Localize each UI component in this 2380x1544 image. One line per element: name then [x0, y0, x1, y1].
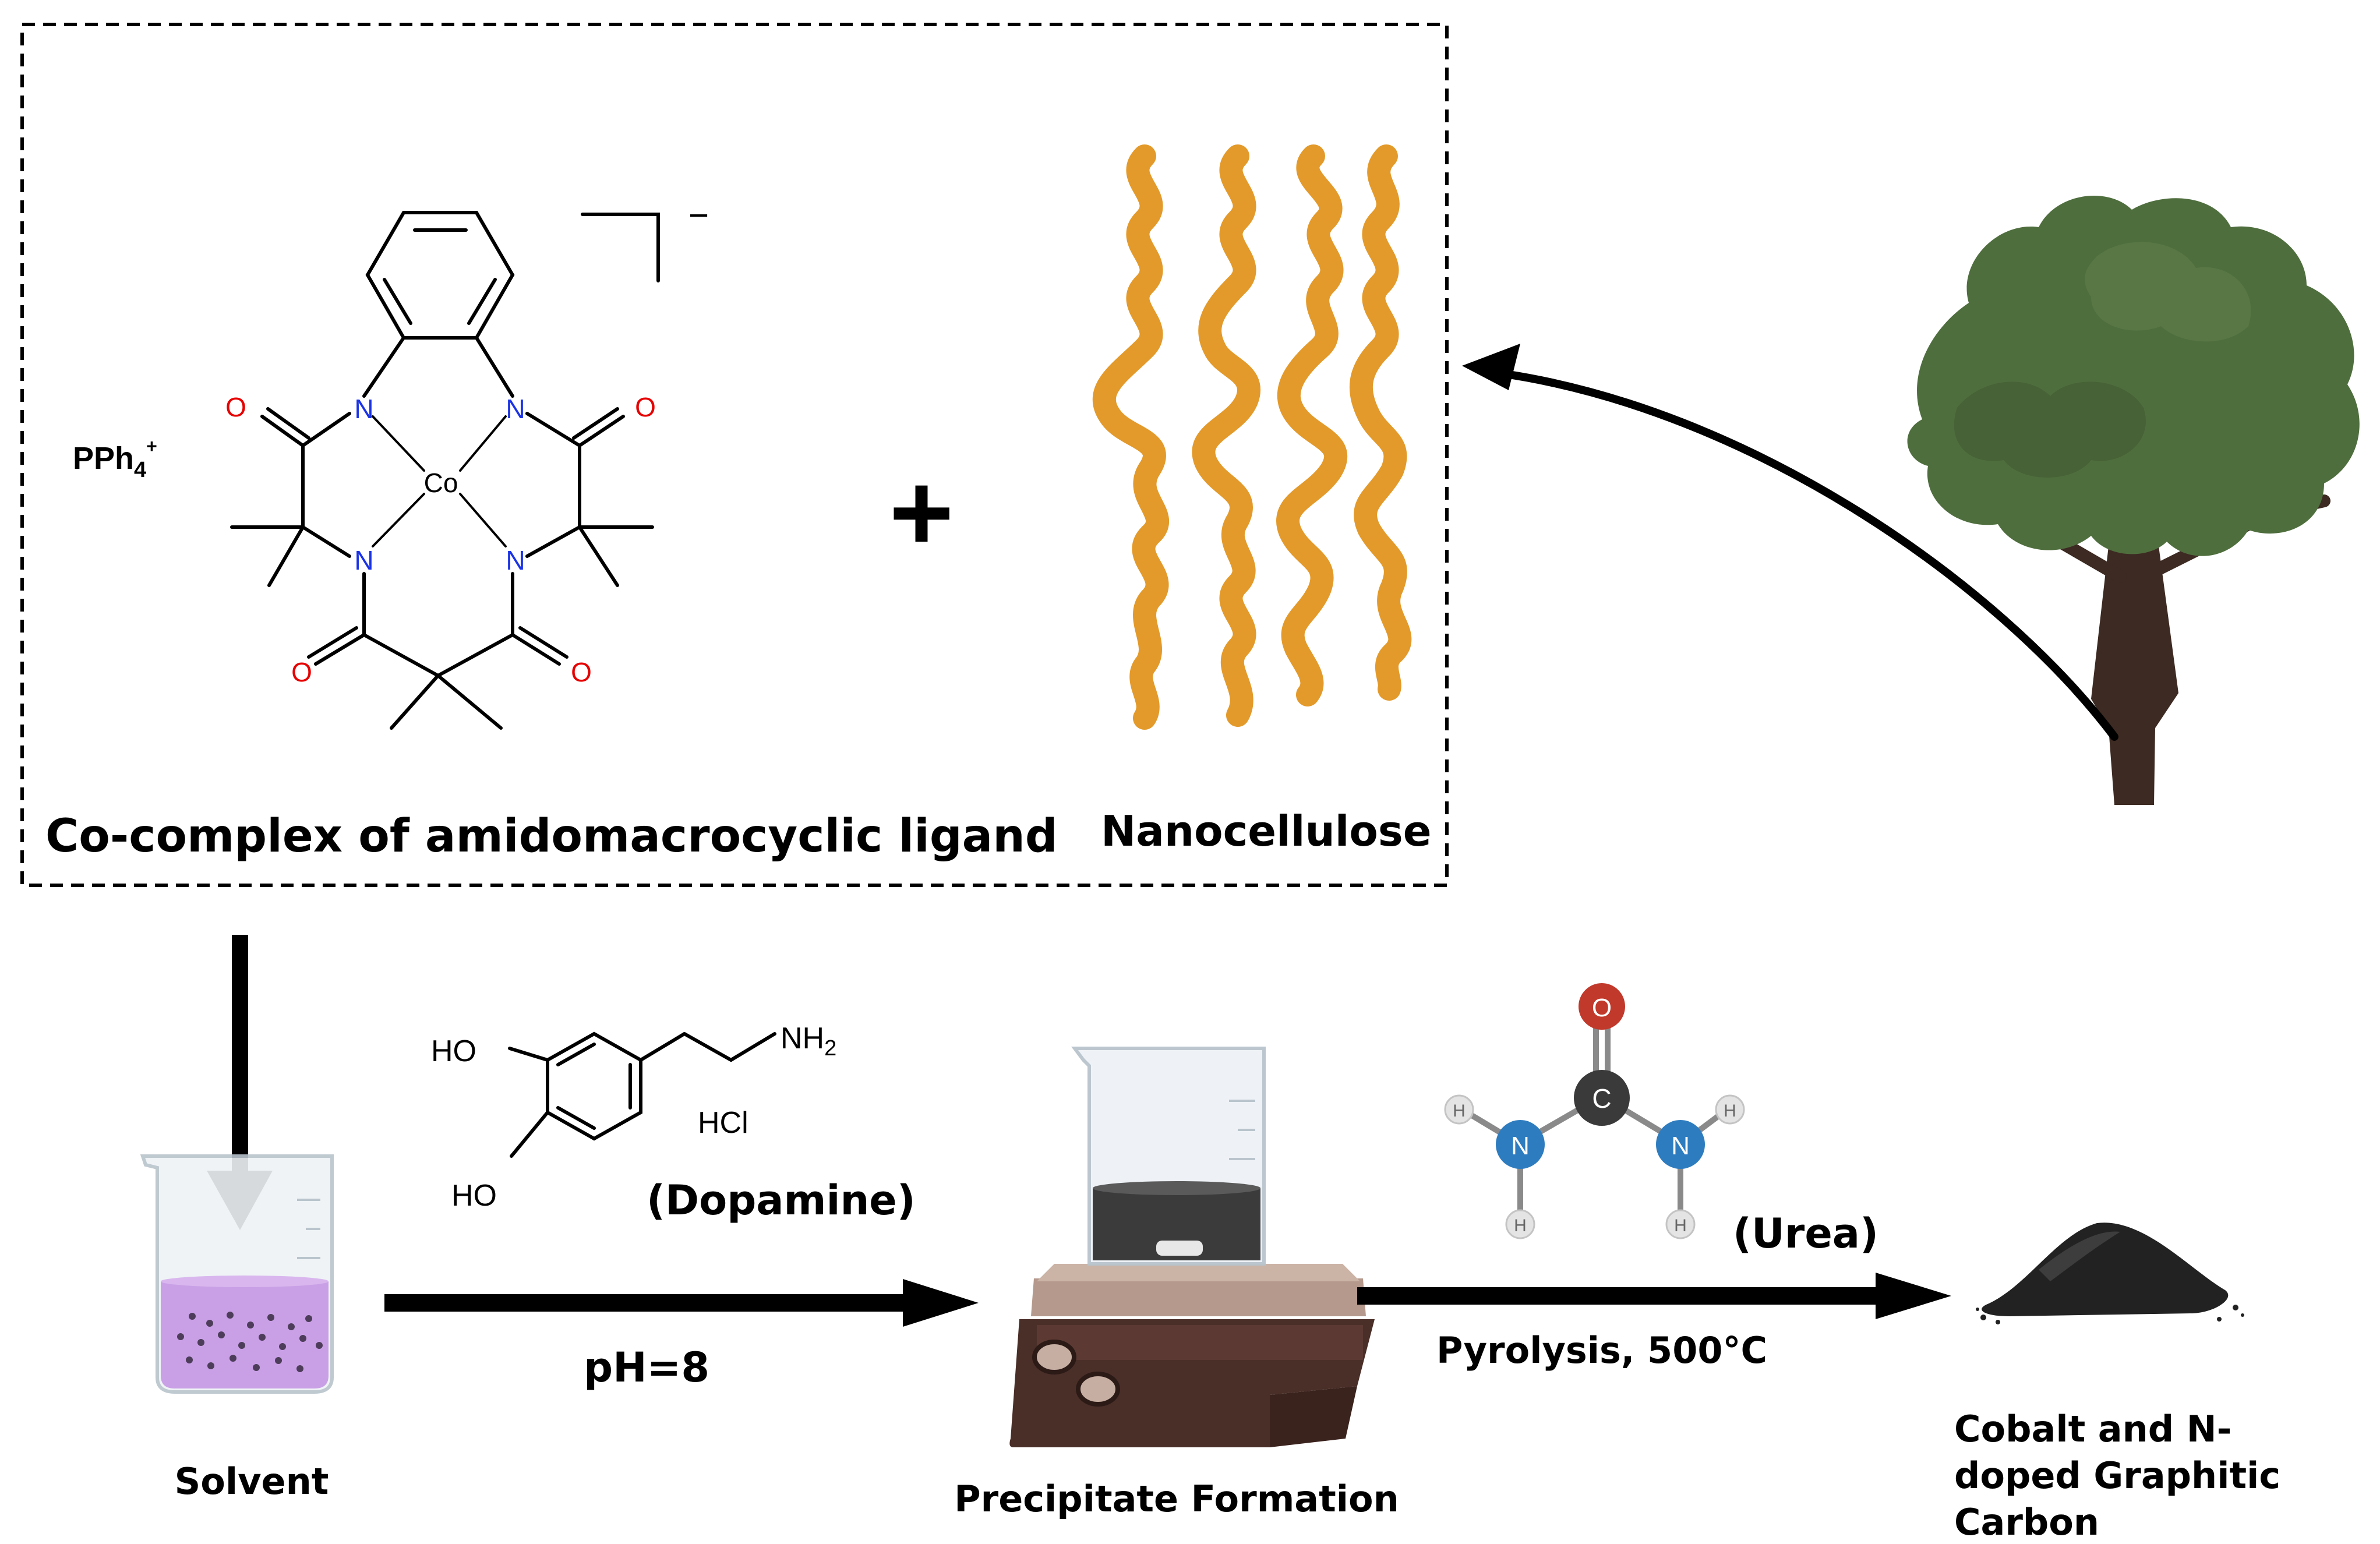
tree-arrow-head [1462, 344, 1520, 390]
cellulose-strand-1 [1092, 144, 1169, 730]
complex-charge: − [688, 196, 709, 235]
nanocellulose-label: Nanocellulose [1101, 807, 1432, 856]
ph-arrow-head [903, 1279, 979, 1327]
urea-o-atom [1579, 983, 1625, 1030]
reactants-dashed-box [20, 23, 1449, 887]
product-label: Cobalt and N- doped Graphitic Carbon [1954, 1408, 2293, 1543]
precipitate-label: Precipitate Formation [954, 1478, 1399, 1520]
cellulose-strand-3 [1276, 144, 1347, 706]
dopamine-structure [508, 1031, 776, 1158]
urea-label: (Urea) [1733, 1210, 1878, 1257]
stirrer-knob-2 [1076, 1372, 1120, 1407]
urea-h-atom-4 [1665, 1209, 1696, 1239]
atom-o-left: O [225, 392, 246, 422]
solvent-particles [177, 1312, 323, 1372]
atom-n-top-left: N [354, 394, 373, 424]
ph-arrow-shaft [384, 1294, 920, 1312]
atom-n-top-right: N [506, 394, 525, 424]
stirrer-knob-1 [1032, 1340, 1076, 1375]
urea-n-atom-left [1496, 1120, 1545, 1169]
dopamine-nh2: NH2 [781, 1022, 836, 1061]
plus-sign: + [889, 451, 954, 574]
svg-text:H: H [1453, 1101, 1466, 1121]
svg-text:C: C [1592, 1083, 1611, 1114]
svg-text:N: N [1671, 1132, 1690, 1160]
co-complex-structure [230, 211, 660, 730]
precipitate-beaker [1071, 1047, 1266, 1266]
stir-bar [1156, 1241, 1203, 1256]
solvent-label: Solvent [175, 1460, 329, 1503]
urea-n-atom-right [1656, 1120, 1705, 1169]
dopamine-ho-top: HO [431, 1034, 476, 1068]
dopamine-hcl: HCl [698, 1106, 748, 1140]
counterion-label: PPh4+ [73, 436, 157, 482]
atom-co: Co [424, 468, 458, 498]
svg-text:O: O [1592, 994, 1612, 1022]
atom-o-bottom-right: O [571, 657, 592, 687]
pyrolysis-label: Pyrolysis, 500°C [1436, 1329, 1767, 1372]
carbon-powder-pile [1976, 1223, 2244, 1324]
solvent-liquid [161, 1281, 329, 1388]
atom-o-bottom-left: O [291, 657, 312, 687]
tree-illustration [1907, 196, 2360, 805]
pyrolysis-arrow-head [1876, 1273, 1951, 1319]
svg-text:H: H [1514, 1216, 1527, 1235]
urea-h-atom-3 [1715, 1094, 1745, 1125]
stirrer-hotplate [1009, 1264, 1375, 1447]
product-label-line-3: Carbon [1954, 1501, 2099, 1543]
solvent-beaker [140, 1154, 334, 1394]
svg-text:H: H [1674, 1216, 1687, 1235]
ph-label: pH=8 [584, 1344, 709, 1391]
precipitate-liquid [1093, 1188, 1260, 1260]
svg-text:H: H [1724, 1101, 1736, 1121]
dopamine-ho-bottom: HO [451, 1179, 497, 1213]
cellulose-strand-4 [1349, 144, 1412, 701]
tree-trunk [2091, 536, 2178, 805]
down-arrow-shaft [232, 935, 248, 1179]
pyrolysis-arrow-shaft [1357, 1287, 1893, 1305]
product-label-line-1: Cobalt and N- [1954, 1408, 2231, 1450]
product-label-line-2: doped Graphitic [1954, 1454, 2280, 1497]
nanocellulose-strands [1092, 144, 1412, 730]
tree-to-nanocellulose-arrow [1493, 369, 2118, 741]
atom-o-right: O [635, 392, 656, 422]
atom-n-bottom-left: N [354, 545, 373, 575]
co-complex-atoms: Co N N N N O O O O [225, 392, 656, 687]
urea-h-atom-2 [1505, 1209, 1535, 1239]
urea-c-atom [1574, 1070, 1630, 1126]
complex-label: Co-complex of amidomacrocyclic ligand [45, 810, 1058, 863]
atom-n-bottom-right: N [506, 545, 525, 575]
cellulose-strand-2 [1192, 144, 1260, 727]
urea-molecule: O C N N H H H H [1444, 983, 1745, 1239]
svg-text:N: N [1511, 1132, 1530, 1160]
dopamine-label: (Dopamine) [647, 1176, 916, 1224]
urea-h-atom-1 [1444, 1094, 1474, 1125]
